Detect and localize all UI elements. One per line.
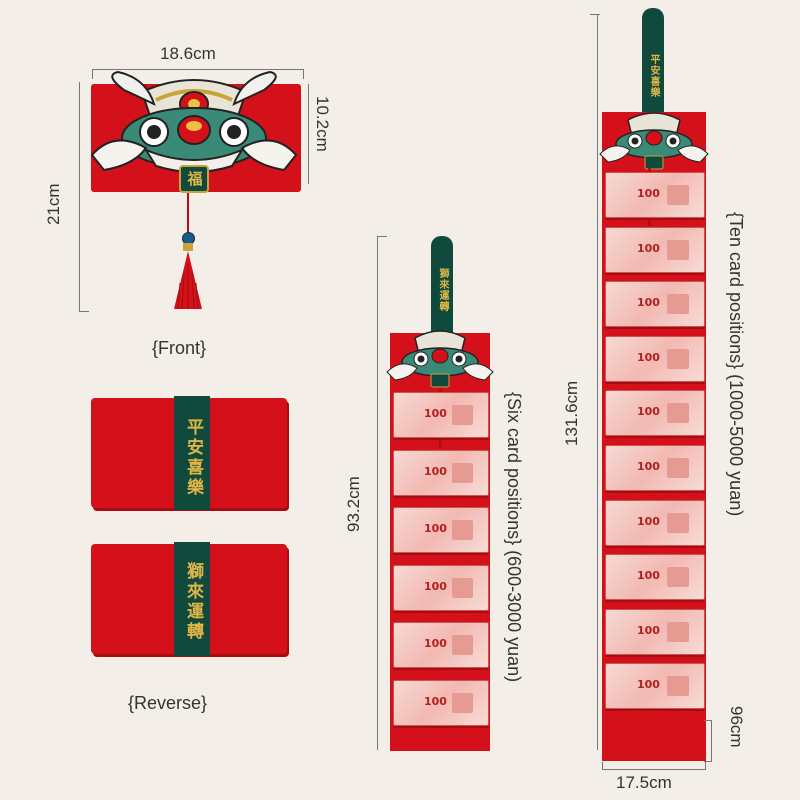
ten-banknote-building [667,512,689,533]
ten-card-slot: 100 [605,499,705,546]
front-total-dim-tick-bottom [79,311,89,312]
ten-stick-text: 平安喜樂 [648,54,659,98]
front-fu-char: 福 [187,170,203,188]
six-lion-head-icon [386,330,494,388]
ten-card-slot: 100 [605,445,705,491]
ten-banknote-building [667,239,689,260]
ten-banknote-value: 100 [637,678,660,692]
ten-lion-head-icon [599,112,709,170]
ten-stick [642,8,664,120]
ten-card-slot: 100 [605,390,705,437]
front-tassel-cord [187,193,189,233]
ten-card-slot: 100 [605,226,705,273]
ten-bottom-dim-tick-bottom [704,761,712,762]
six-stick-text: 獅來運轉 [437,268,448,312]
reverse-band-bottom-text: 獅來運轉 [183,562,203,642]
ten-card-slot: 100 [605,172,705,218]
ten-card-slot: 100 [605,281,705,328]
reverse-band-bottom [174,542,210,656]
front-width-dim-tick-right [303,69,304,79]
six-height-dim-line [377,236,378,750]
ten-banknote-building [667,348,689,369]
six-card-slot: 100 [393,564,489,611]
front-total-dim-line [79,82,80,312]
ten-banknote-value: 100 [637,405,660,419]
six-banknote-value: 100 [424,522,447,536]
ten-height-dim-tick-top [590,14,600,15]
front-width-dim-tick-left [92,69,93,79]
ten-width-dim-tick-left [602,762,603,770]
ten-caption: {Ten card positions} (1000-5000 yuan) [726,212,746,517]
six-banknote-value: 100 [424,464,447,478]
six-banknote-building [452,520,473,541]
ten-card-slot: 100 [605,335,705,382]
six-banknote-building [452,405,473,425]
reverse-band-top-text: 平安喜樂 [183,418,203,498]
six-card-slot: 100 [393,392,489,438]
front-total-height-label: 21cm [44,183,63,225]
front-height-dim-line [308,84,309,184]
six-card-slot: 100 [393,622,489,669]
ten-banknote-building [667,458,689,478]
front-width-label: 18.6cm [160,44,216,63]
six-banknote-value: 100 [424,579,447,593]
ten-banknote-building [667,185,689,205]
ten-banknote-value: 100 [637,623,660,637]
ten-card-slot: 100 [605,663,705,710]
ten-card-slot: 100 [605,554,705,601]
front-caption: {Front} [152,338,207,358]
six-card-slot: 100 [393,680,489,726]
front-height-label: 10.2cm [313,96,332,152]
ten-width-label: 17.5cm [616,773,672,792]
ten-height-label: 131.6cm [562,380,581,446]
front-lion-head-icon [90,70,298,193]
ten-banknote-value: 100 [637,187,660,200]
ten-banknote-value: 100 [637,569,660,583]
ten-banknote-value: 100 [637,350,660,364]
ten-banknote-building [667,567,689,588]
six-banknote-building [452,462,473,483]
ten-banknote-value: 100 [637,460,660,473]
ten-bottom-dim-line [711,720,712,762]
ten-height-dim-line [597,14,598,750]
ten-banknote-building [667,403,689,424]
six-height-dim-tick-top [377,236,387,237]
ten-banknote-building [667,676,689,697]
reverse-band-top [174,396,210,510]
ten-width-dim-tick-right [705,762,706,770]
front-width-dim-line [92,69,304,70]
six-banknote-value: 100 [424,695,447,708]
six-banknote-value: 100 [424,407,447,420]
ten-card-slot: 100 [605,608,705,655]
six-banknote-building [452,577,473,598]
ten-banknote-building [667,621,689,642]
six-banknote-building [452,693,473,713]
ten-banknote-value: 100 [637,296,660,310]
six-card-slot: 100 [393,449,489,496]
front-tassel-icon [174,243,202,310]
ten-bottom-label: 96cm [727,706,746,748]
six-height-label: 93.2cm [344,476,363,532]
ten-banknote-building [667,294,689,315]
ten-width-dim-line [602,769,706,770]
ten-banknote-value: 100 [637,514,660,528]
six-card-slot: 100 [393,507,489,554]
six-banknote-building [452,635,473,656]
ten-bottom-dim-tick-top [704,720,712,721]
six-banknote-value: 100 [424,637,447,651]
reverse-caption: {Reverse} [128,693,208,713]
ten-banknote-value: 100 [637,241,660,255]
six-caption: {Six card positions} (600-3000 yuan) [504,392,524,683]
